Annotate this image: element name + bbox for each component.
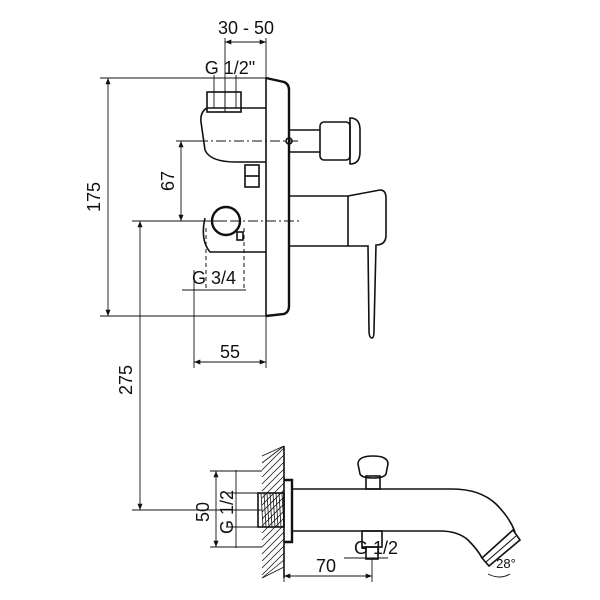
wall-hatch-line <box>261 454 285 478</box>
dimension-50: 50 <box>193 470 262 548</box>
wall-hatch-line <box>261 552 285 576</box>
dimension-175: 175 <box>84 77 266 317</box>
wall-hatch-line <box>261 545 285 569</box>
wall-hatch-line <box>261 531 285 555</box>
dimension-g-half-wall: G 1/2 <box>217 470 258 548</box>
dim-67-label: 67 <box>158 171 178 191</box>
thread-line <box>269 492 273 528</box>
wall-hatch-line <box>261 475 285 499</box>
dim-275-label: 275 <box>116 365 136 395</box>
dim-55-label: 55 <box>220 342 240 362</box>
dimension-g-half-diverter: G 1/2 <box>344 538 398 559</box>
dimension-g-half-top: G 1/2" <box>196 58 255 108</box>
diverter-knob <box>285 117 361 165</box>
dimension-275: 275 <box>116 220 262 511</box>
mixer-lever <box>289 189 387 339</box>
dimension-30-50: 30 - 50 <box>218 18 274 92</box>
thread-line <box>278 492 282 528</box>
thread-line <box>266 492 270 528</box>
dim-g-half-diverter-label: G 1/2 <box>354 538 398 558</box>
wall-hatch-line <box>261 524 285 548</box>
thread-line <box>275 492 279 528</box>
dimension-g-three-quarter: G 3/4 <box>182 268 246 291</box>
dim-30-50-label: 30 - 50 <box>218 18 274 38</box>
dimension-67: 67 <box>158 140 205 222</box>
dimension-70: 70 <box>283 542 373 582</box>
dim-g-three-quarter-label: G 3/4 <box>192 268 236 288</box>
wall-hatch-line <box>261 445 285 457</box>
dim-g-half-wall-label: G 1/2 <box>217 490 237 534</box>
wall-hatch-line <box>261 461 285 485</box>
wall-hatch-line <box>261 566 285 579</box>
dimension-angle-28: 28° <box>487 556 516 578</box>
thread-line <box>272 492 276 528</box>
thread-line <box>260 492 264 528</box>
thread-line <box>281 492 285 528</box>
wall-hatch-line <box>261 447 285 471</box>
dim-g-half-top-label: G 1/2" <box>205 58 255 78</box>
dim-70-label: 70 <box>316 556 336 576</box>
wall-hatch-line <box>261 468 285 492</box>
bath-spout <box>257 455 522 568</box>
thread-line <box>263 492 267 528</box>
wall-hatch-line <box>261 559 285 579</box>
dim-angle-28-label: 28° <box>496 556 516 571</box>
dimension-55: 55 <box>193 270 267 368</box>
wall-hatch-line <box>261 538 285 562</box>
dim-175-label: 175 <box>84 182 104 212</box>
wall-hatch-line <box>261 445 285 464</box>
dim-50-label: 50 <box>193 502 213 522</box>
